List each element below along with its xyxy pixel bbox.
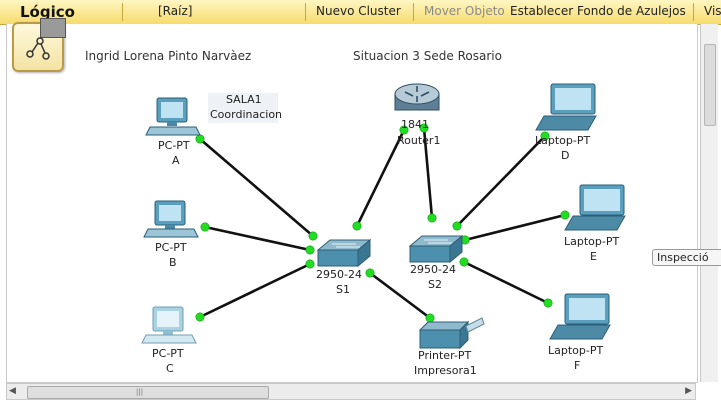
- toolbar-divider: [122, 3, 123, 21]
- pc-a-name: A: [172, 154, 180, 167]
- new-cluster-button[interactable]: Nuevo Cluster: [316, 4, 401, 18]
- link-light: [308, 231, 318, 241]
- network-graph-icon: [26, 37, 50, 60]
- laptop-d-name: D: [561, 149, 570, 162]
- laptop-f-model: Laptop-PT: [548, 344, 604, 357]
- laptop-e-model: Laptop-PT: [564, 235, 620, 248]
- link-light: [352, 221, 362, 231]
- monitor-icon: [40, 18, 66, 38]
- link-pcb-s1[interactable]: [204, 225, 311, 252]
- link-light: [195, 312, 205, 322]
- link-light: [305, 259, 315, 269]
- link-pcc-s1[interactable]: [199, 262, 311, 319]
- switch-s1-model: 2950-24: [316, 268, 362, 281]
- laptop-f-name: F: [574, 359, 581, 372]
- vertical-scrollbar[interactable]: [700, 24, 718, 382]
- inspect-panel-tab[interactable]: Inspecció: [652, 249, 721, 266]
- laptop-d-icon[interactable]: [535, 83, 597, 131]
- pc-b-model: PC-PT: [155, 241, 187, 254]
- link-s1-router[interactable]: [355, 129, 406, 227]
- toolbar-divider: [305, 3, 306, 21]
- link-s1-printer[interactable]: [369, 271, 431, 320]
- area-note-line1: SALA1: [226, 93, 262, 106]
- area-note-line2: Coordinacion: [210, 108, 283, 121]
- toolbar-divider: [693, 3, 694, 21]
- link-s2-laptopf[interactable]: [463, 260, 549, 305]
- link-light: [459, 257, 469, 267]
- link-light: [200, 222, 210, 232]
- pc-c-name: C: [166, 362, 174, 375]
- printer-model: Printer-PT: [418, 349, 472, 362]
- link-light: [425, 313, 435, 323]
- set-tile-background-button[interactable]: Establecer Fondo de Azulejos: [510, 4, 686, 18]
- link-light: [365, 268, 375, 278]
- viewport-button[interactable]: Vis: [704, 4, 721, 18]
- link-s2-laptope[interactable]: [464, 213, 566, 242]
- router-model: 1841: [401, 118, 429, 131]
- link-light: [543, 298, 553, 308]
- switch-s2-model: 2950-24: [410, 263, 456, 276]
- link-s2-laptopd[interactable]: [456, 135, 546, 227]
- switch-s1-name: S1: [336, 283, 350, 296]
- link-light: [399, 125, 409, 135]
- router-icon[interactable]: [394, 83, 440, 111]
- link-pca-s1[interactable]: [199, 138, 314, 237]
- area-note: SALA1 Coordinacion: [208, 93, 282, 123]
- root-breadcrumb[interactable]: [Raíz]: [158, 4, 193, 18]
- logical-toolbar: Lógico [Raíz] Nuevo Cluster Mover Objeto…: [0, 0, 721, 25]
- laptop-e-name: E: [590, 250, 597, 263]
- logical-view-icon[interactable]: [12, 18, 66, 72]
- printer-name: Impresora1: [414, 364, 477, 377]
- scroll-right-icon[interactable]: ▶: [685, 386, 692, 396]
- pc-a-model: PC-PT: [158, 139, 190, 152]
- link-light: [560, 210, 570, 220]
- switch-s2-icon[interactable]: [408, 234, 464, 264]
- laptop-f-icon[interactable]: [549, 293, 611, 340]
- pc-c-model: PC-PT: [152, 347, 184, 360]
- author-label: Ingrid Lorena Pinto Narvàez: [85, 49, 252, 63]
- link-router-s2[interactable]: [422, 127, 434, 219]
- grip-icon: |||: [136, 388, 144, 396]
- vertical-scroll-thumb[interactable]: [704, 44, 716, 126]
- link-light: [419, 123, 429, 133]
- link-light: [540, 131, 550, 141]
- link-light: [305, 245, 315, 255]
- pc-a-icon[interactable]: [145, 97, 201, 136]
- scroll-left-icon[interactable]: ◀: [9, 386, 16, 396]
- toolbar-divider: [413, 3, 414, 21]
- link-light: [427, 213, 437, 223]
- logical-tab[interactable]: Lógico: [0, 0, 120, 24]
- printer-icon[interactable]: [418, 317, 485, 350]
- switch-s1-icon[interactable]: [316, 238, 372, 268]
- switch-s2-name: S2: [428, 278, 442, 291]
- horizontal-scroll-thumb[interactable]: |||: [27, 386, 269, 399]
- link-light: [195, 134, 205, 144]
- scenario-label: Situacion 3 Sede Rosario: [353, 49, 502, 63]
- logical-title: Lógico: [20, 3, 75, 21]
- pc-b-name: B: [169, 256, 177, 269]
- horizontal-scrollbar[interactable]: ◀ ||| ▶: [6, 383, 696, 400]
- router-name: Router1: [397, 134, 441, 147]
- pc-c-icon[interactable]: [141, 306, 197, 344]
- laptop-d-model: Laptop-PT: [535, 134, 591, 147]
- link-light: [452, 221, 462, 231]
- pc-b-icon[interactable]: [143, 200, 199, 238]
- move-object-button[interactable]: Mover Objeto: [424, 4, 505, 18]
- laptop-e-icon[interactable]: [564, 184, 626, 231]
